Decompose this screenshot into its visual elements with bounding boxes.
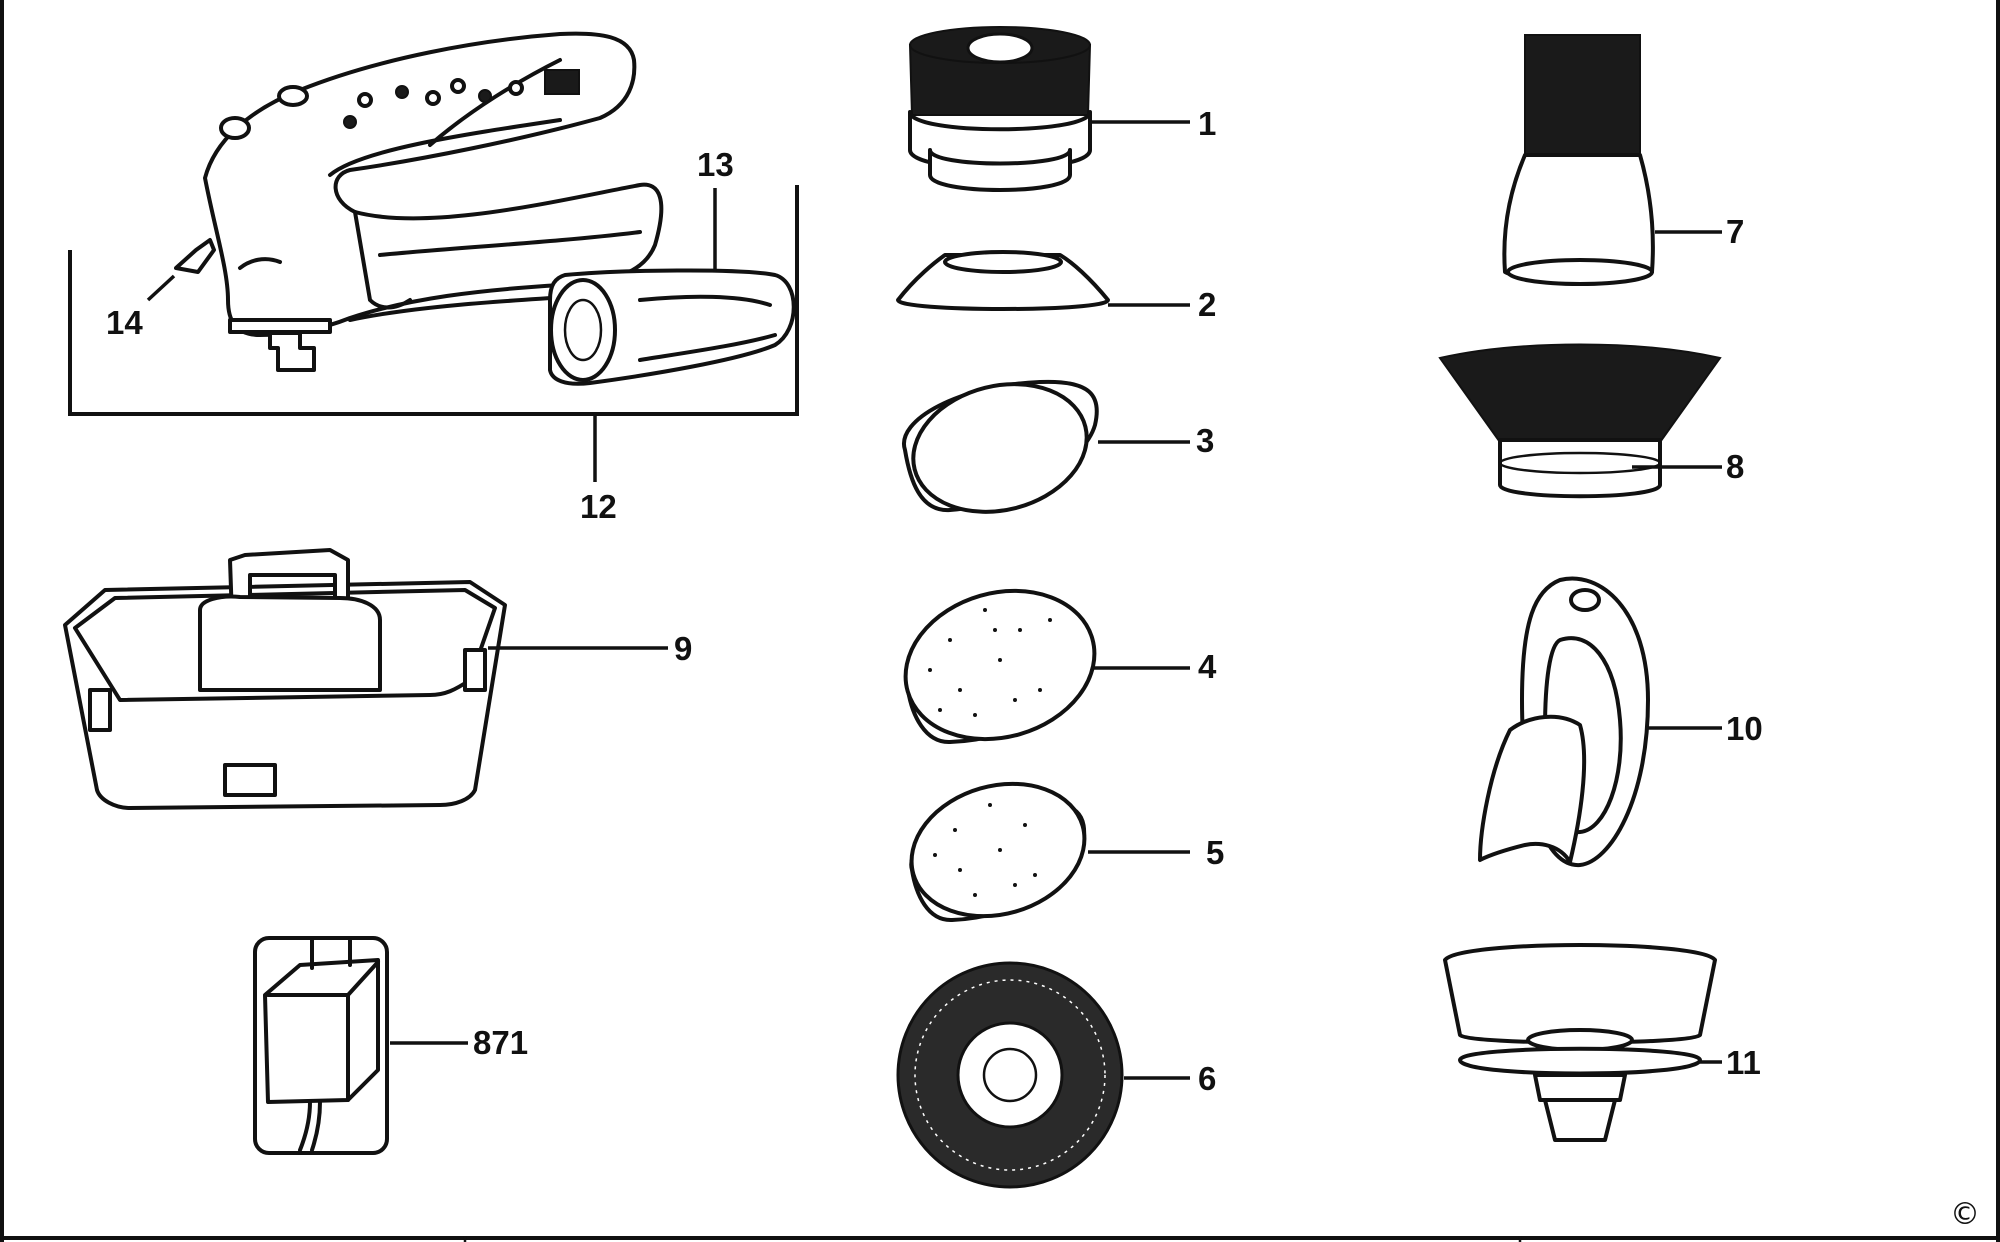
charger-part xyxy=(253,936,468,1155)
part-labels: 1 2 3 4 5 6 7 8 9 10 11 12 13 14 871 xyxy=(106,105,1763,1097)
storage-caddy-part xyxy=(63,548,668,810)
part-number-label: 10 xyxy=(1726,710,1763,747)
ring-brush-part xyxy=(908,26,1190,192)
speckled-sponge-part xyxy=(903,588,1190,745)
copyright-mark: © xyxy=(1950,1197,1980,1232)
part-number-label: 1 xyxy=(1198,105,1216,142)
part-number-label: 4 xyxy=(1198,648,1217,685)
plain-pad-part xyxy=(902,379,1190,514)
part-number-label: 8 xyxy=(1726,448,1744,485)
part-number-label: 12 xyxy=(580,488,617,525)
wall-mount-part xyxy=(1478,576,1722,868)
part-number-label: 871 xyxy=(473,1024,528,1061)
part-number-label: 2 xyxy=(1198,286,1216,323)
cone-tip-part xyxy=(146,238,216,302)
part-number-label: 13 xyxy=(697,146,734,183)
part-number-label: 6 xyxy=(1198,1060,1216,1097)
wheel-brush-part xyxy=(896,961,1190,1189)
part-number-label: 7 xyxy=(1726,213,1744,250)
part-number-label: 5 xyxy=(1206,834,1224,871)
brush-adapter-part xyxy=(1443,943,1722,1142)
flared-brush-part xyxy=(1438,343,1722,499)
part-number-label: 11 xyxy=(1726,1044,1761,1081)
detail-brush-part xyxy=(1502,34,1722,286)
part-number-label: 14 xyxy=(106,304,143,341)
battery-pack-part xyxy=(548,188,796,386)
part-number-label: 3 xyxy=(1196,422,1214,459)
kit-bracket xyxy=(68,185,799,482)
speckled-sponge-part-2 xyxy=(909,781,1190,923)
part-number-label: 9 xyxy=(674,630,692,667)
backing-disc-part xyxy=(896,250,1190,311)
power-scrubber-tool xyxy=(203,31,664,372)
